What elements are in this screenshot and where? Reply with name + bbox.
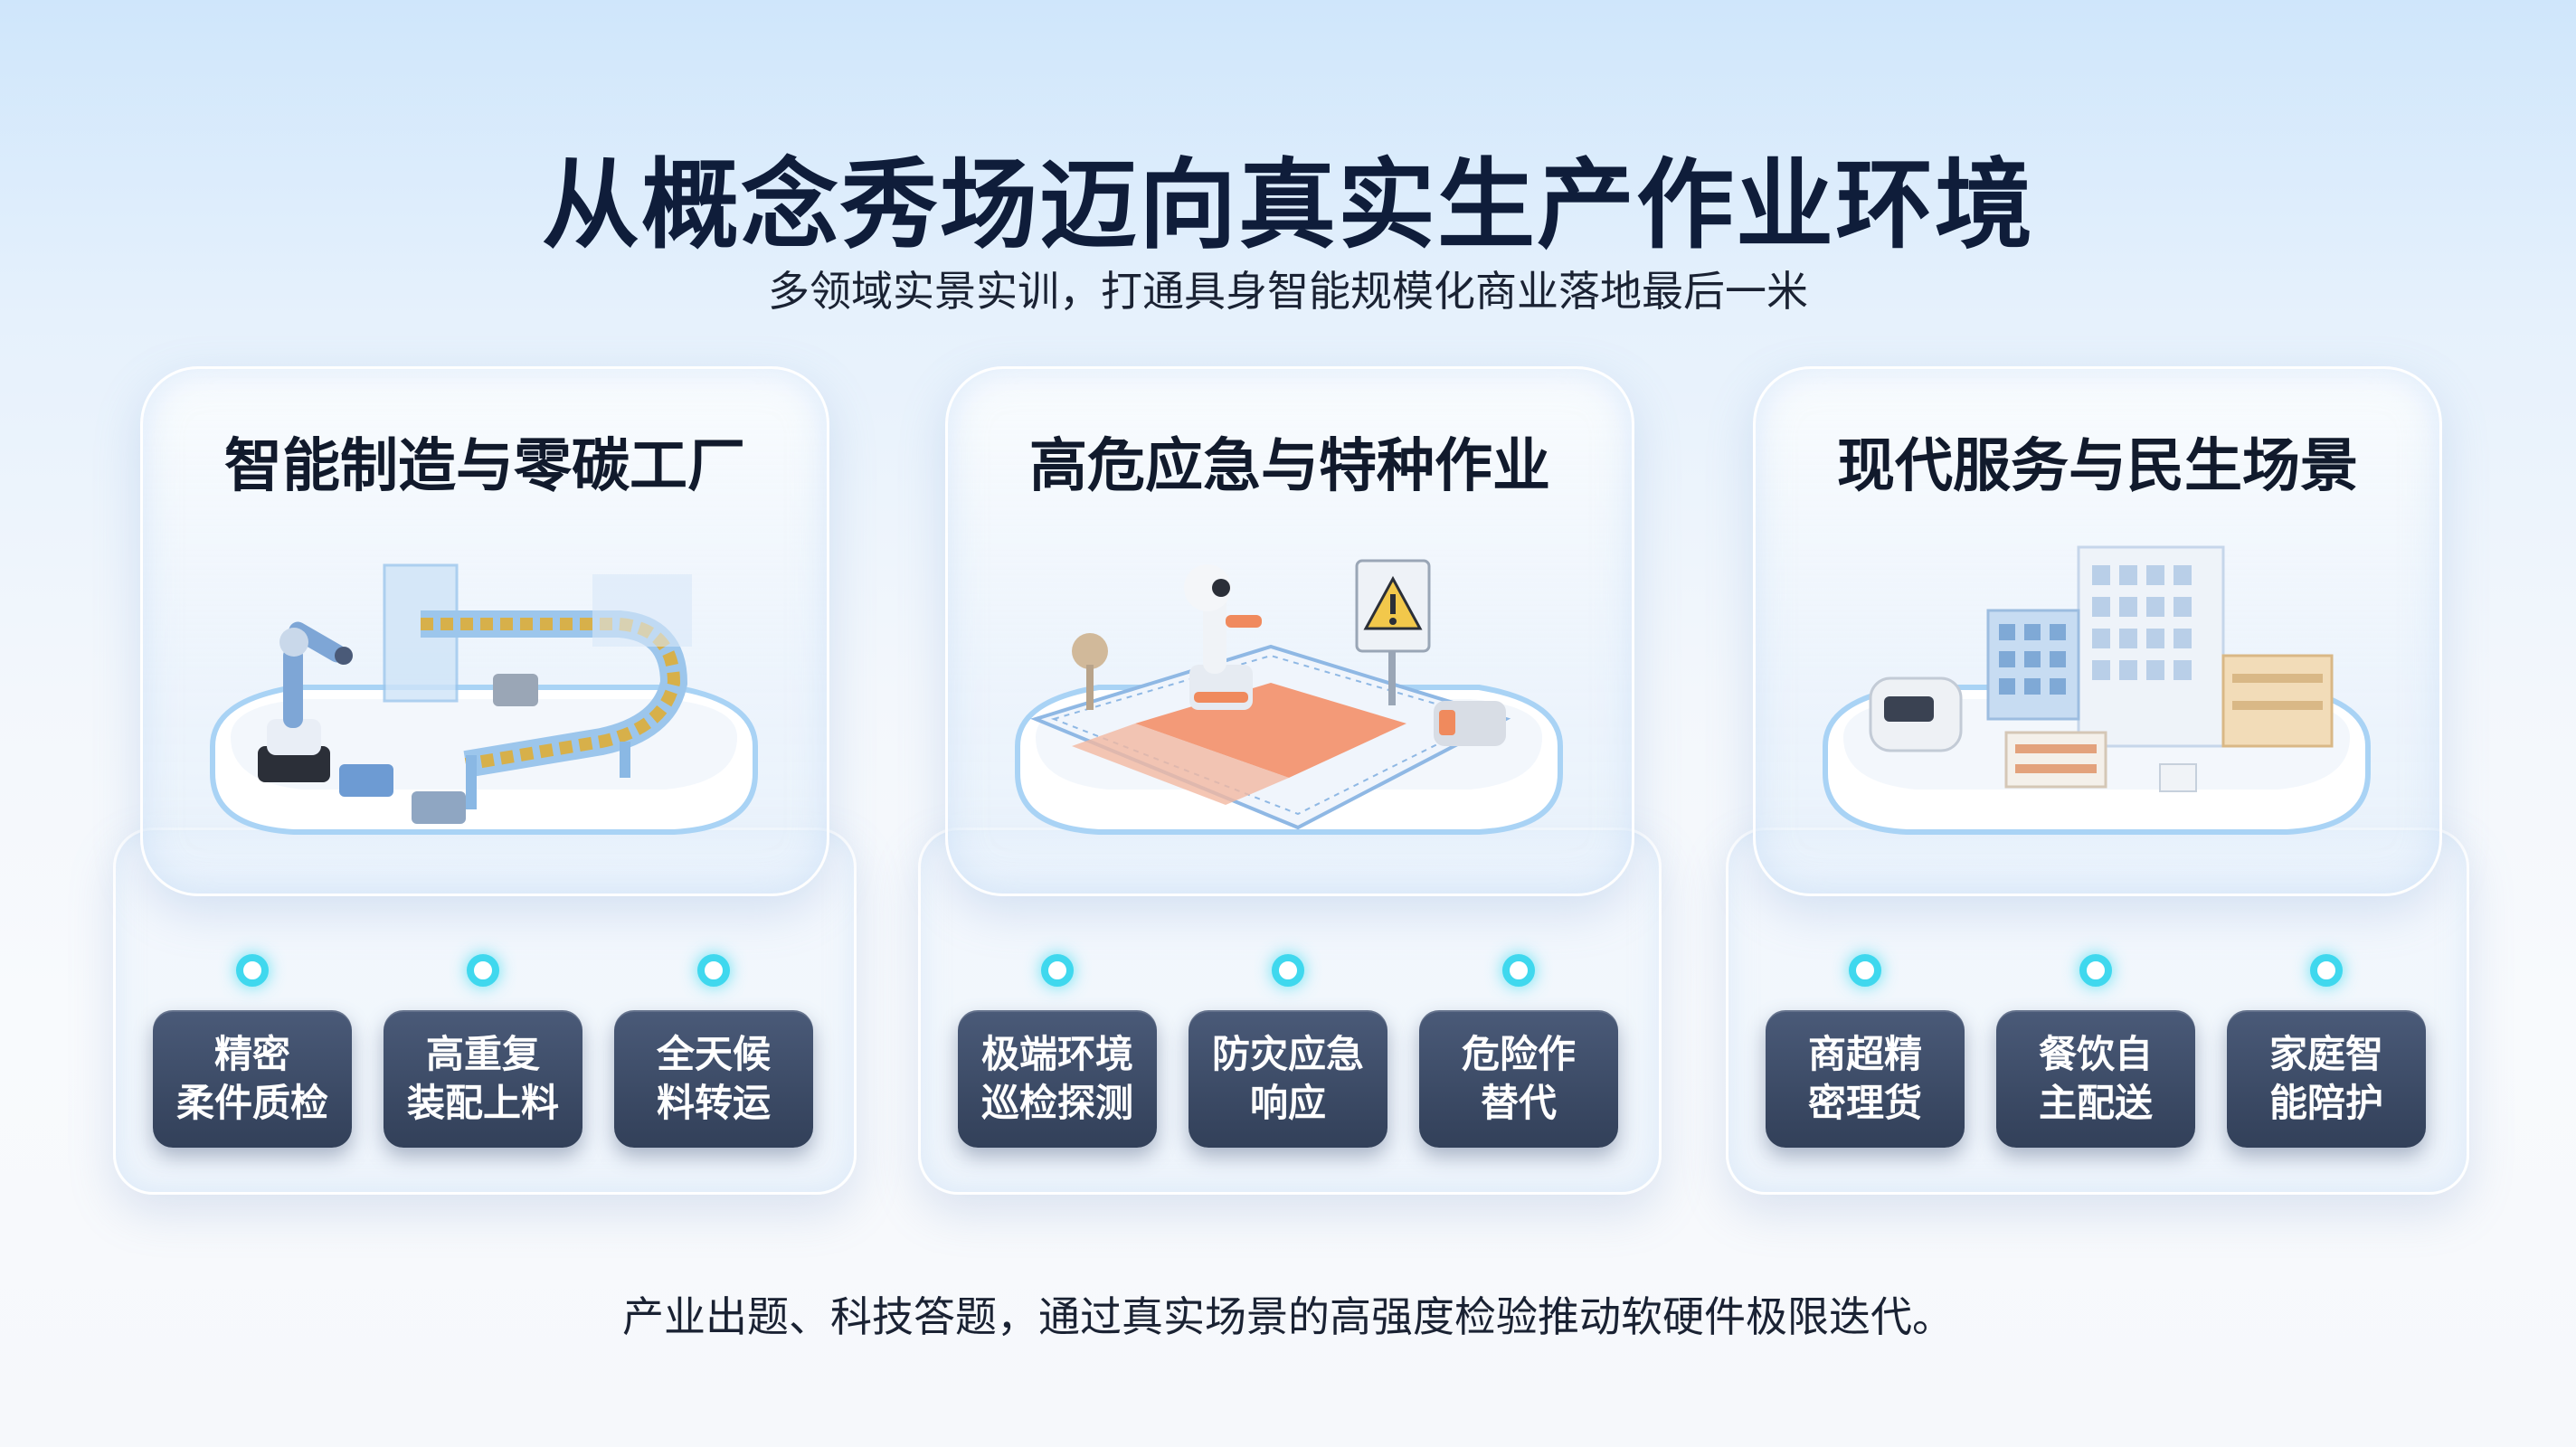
card-title: 高危应急与特种作业 [1029,433,1550,500]
card-services: 现代服务与民生场景 [1726,366,2469,1195]
tile-item: 家庭智 能陪护 [2227,954,2426,1162]
parcel-box-icon [2159,763,2197,792]
indicator-dot-icon [1849,954,1881,987]
conveyor-belt-icon [421,610,688,809]
office-building-icon [1986,609,2080,721]
store-shelf-icon [2004,731,2107,789]
tile-item: 商超精 密理货 [1766,954,1965,1162]
robot-arm-icon [258,621,353,782]
indicator-dot-icon [1502,954,1535,987]
cart-vehicle-icon [1434,701,1506,746]
indicator-dot-icon [236,954,269,987]
tall-building-icon [2077,545,2225,748]
warning-sign-icon [1355,559,1431,705]
tile-item: 餐饮自 主配送 [1996,954,2195,1162]
tile-home-companion[interactable]: 家庭智 能陪护 [2227,1010,2426,1148]
tile-row: 精密 柔件质检 高重复 装配上料 全天候 料转运 [153,954,813,1162]
delivery-vehicle-icon [1869,676,1963,752]
warehouse-shelf-icon [2221,654,2334,748]
tile-row: 极端环境 巡检探测 防灾应急 响应 危险作 替代 [958,954,1618,1162]
card-title: 现代服务与民生场景 [1837,433,2358,500]
card-manufacturing: 智能制造与零碳工厂 [113,366,857,1195]
page-subtitle: 多领域实景实训，打通具身智能规模化商业落地最后一米 [768,267,1808,316]
hazard-illustration [1030,559,1511,830]
tile-retail-stocking[interactable]: 商超精 密理货 [1766,1010,1965,1148]
page-title: 从概念秀场迈向真实生产作业环境 [541,149,2034,262]
indicator-dot-icon [467,954,499,987]
tile-extreme-inspection[interactable]: 极端环境 巡检探测 [958,1010,1157,1148]
tile-hazard-replacement[interactable]: 危险作 替代 [1419,1010,1618,1148]
indicator-dot-icon [2310,954,2343,987]
tile-precision-inspection[interactable]: 精密 柔件质检 [153,1010,352,1148]
tile-item: 精密 柔件质检 [153,954,352,1162]
drone-sensor-icon [1072,633,1108,710]
tile-disaster-response[interactable]: 防灾应急 响应 [1189,1010,1387,1148]
tile-assembly-loading[interactable]: 高重复 装配上料 [384,1010,582,1148]
tile-item: 全天候 料转运 [614,954,813,1162]
indicator-dot-icon [2079,954,2112,987]
tile-item: 极端环境 巡检探测 [958,954,1157,1162]
tile-material-transport[interactable]: 全天候 料转运 [614,1010,813,1148]
machine-blocks-icon [339,674,538,824]
tile-item: 危险作 替代 [1419,954,1618,1162]
inspection-robot-icon [1184,564,1262,710]
tile-food-delivery[interactable]: 餐饮自 主配送 [1996,1010,2195,1148]
card-emergency: 高危应急与特种作业 [918,366,1662,1195]
tile-item: 高重复 装配上料 [384,954,582,1162]
footer-caption: 产业出题、科技答题，通过真实场景的高强度检验推动软硬件极限迭代。 [622,1292,1954,1341]
tile-item: 防灾应急 响应 [1189,954,1387,1162]
indicator-dot-icon [1041,954,1074,987]
factory-illustration [258,563,692,824]
tile-row: 商超精 密理货 餐饮自 主配送 家庭智 能陪护 [1766,954,2426,1162]
city-illustration [1869,545,2334,792]
indicator-dot-icon [1272,954,1304,987]
card-title: 智能制造与零碳工厂 [224,433,745,500]
indicator-dot-icon [697,954,730,987]
